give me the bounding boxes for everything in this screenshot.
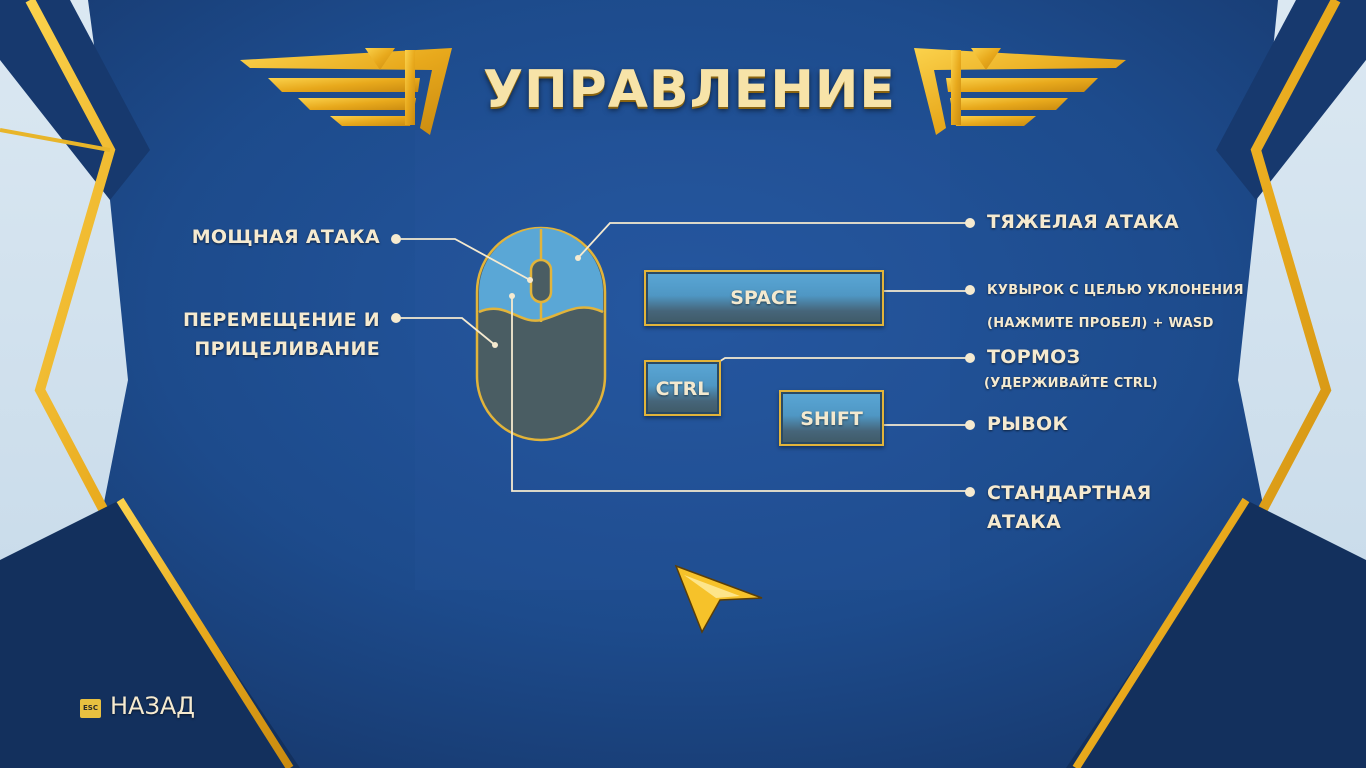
back-button[interactable]: ESC НАЗАД bbox=[76, 688, 206, 728]
wing-emblem-left bbox=[240, 48, 452, 135]
space-key: SPACE bbox=[644, 270, 884, 326]
label-power-attack: МОЩНАЯ АТАКА bbox=[191, 226, 380, 248]
back-label: НАЗАД bbox=[110, 692, 196, 720]
label-dodge-line2: (НАЖМИТЕ ПРОБЕЛ) + WASD bbox=[987, 316, 1214, 331]
label-brake-hint: (УДЕРЖИВАЙТЕ CTRL) bbox=[984, 376, 1158, 391]
esc-key-icon: ESC bbox=[80, 699, 101, 718]
label-standard-attack-line1: СТАНДАРТНАЯ bbox=[987, 482, 1152, 504]
corner-panel-bottom-left bbox=[0, 500, 300, 768]
wing-emblem-right bbox=[914, 48, 1126, 135]
arrow-cursor-icon bbox=[674, 564, 763, 634]
label-standard-attack-line2: АТАКА bbox=[987, 511, 1062, 533]
label-heavy-attack: ТЯЖЕЛАЯ АТАКА bbox=[987, 211, 1180, 233]
label-move-aim: ПЕРЕМЕЩЕНИЕ И ПРИЦЕЛИВАНИЕ bbox=[120, 306, 380, 364]
shift-key: SHIFT bbox=[779, 390, 884, 446]
label-dodge-line1: КУВЫРОК С ЦЕЛЬЮ УКЛОНЕНИЯ bbox=[987, 283, 1244, 298]
mouse-icon bbox=[475, 226, 607, 442]
label-brake: ТОРМОЗ bbox=[987, 346, 1081, 368]
label-standard-attack: СТАНДАРТНАЯ АТАКА bbox=[987, 479, 1152, 537]
label-dash: РЫВОК bbox=[987, 413, 1069, 435]
label-dodge-roll: КУВЫРОК С ЦЕЛЬЮ УКЛОНЕНИЯ (НАЖМИТЕ ПРОБЕ… bbox=[987, 274, 1244, 340]
page-title: УПРАВЛЕНИЕ bbox=[483, 60, 896, 120]
label-move-aim-line1: ПЕРЕМЕЩЕНИЕ И bbox=[182, 309, 380, 331]
label-move-aim-line2: ПРИЦЕЛИВАНИЕ bbox=[194, 338, 380, 360]
ctrl-key: CTRL bbox=[644, 360, 721, 416]
corner-panel-bottom-right bbox=[1066, 500, 1366, 768]
